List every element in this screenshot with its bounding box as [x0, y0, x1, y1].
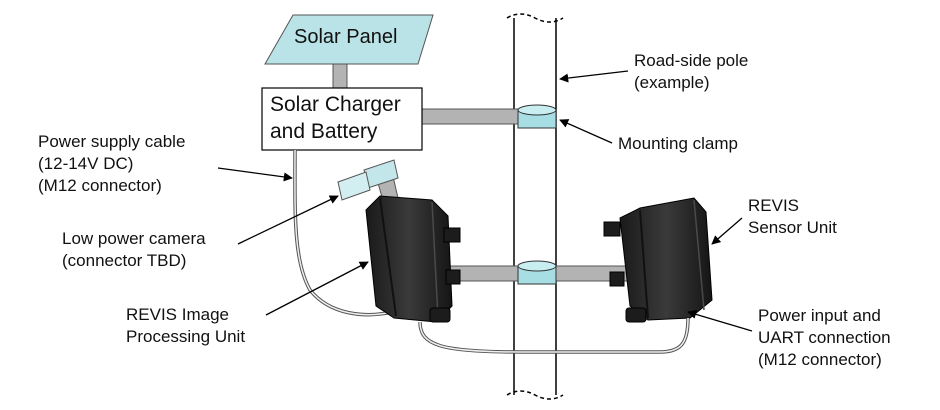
road-side-pole: [506, 13, 564, 400]
sensor-unit-label: REVIS Sensor Unit: [748, 196, 837, 237]
uart-cable: [418, 317, 690, 354]
upper-clamp: [517, 104, 557, 129]
low-power-camera: [337, 159, 399, 201]
image-unit-label: REVIS Image Processing Unit: [126, 305, 246, 346]
power-input-label: Power input and UART connection (M12 con…: [758, 306, 891, 369]
lower-clamp: [517, 260, 557, 285]
charger-label: Solar Charger and Battery: [270, 93, 401, 143]
solar-panel-label: Solar Panel: [294, 26, 398, 48]
clamp-label: Mounting clamp: [618, 134, 739, 153]
solar-panel: [264, 14, 434, 65]
power-cable-label: Power supply cable (12-14V DC) (M12 conn…: [38, 132, 186, 195]
camera-label: Low power camera (connector TBD): [62, 229, 206, 270]
panel-stem: [332, 62, 348, 89]
pole-label: Road-side pole (example): [634, 51, 749, 92]
upper-arm: [421, 108, 519, 125]
charger-box: [261, 87, 423, 151]
callout-arrows: [217, 70, 753, 332]
sensor-unit: [603, 197, 713, 323]
image-processing-unit: [365, 195, 461, 323]
